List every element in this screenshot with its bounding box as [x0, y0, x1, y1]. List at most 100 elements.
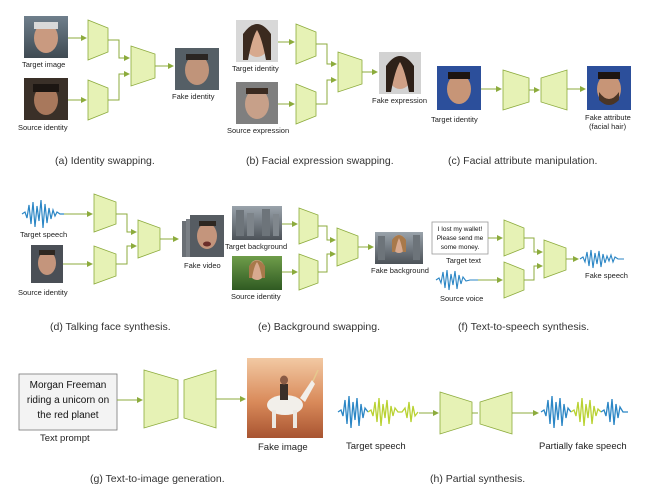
arrow — [108, 39, 130, 61]
source-identity-photo — [31, 245, 63, 283]
panel-h: Target speech Partially fake speech (h) … — [337, 391, 628, 485]
label-fake-identity: Fake identity — [172, 92, 215, 101]
panel-d: Target speech Source identity Fake video… — [18, 193, 224, 333]
encoder-block — [503, 261, 525, 299]
target-image-photo — [24, 16, 68, 58]
arrow — [108, 71, 130, 101]
encoder-block — [298, 253, 319, 291]
label-fake-background: Fake background — [371, 266, 429, 275]
decoder-block — [137, 219, 161, 259]
label-target-background: Target background — [225, 242, 287, 251]
decoder-block — [479, 391, 513, 435]
decoder-block — [336, 227, 359, 267]
encoder-block — [93, 245, 117, 285]
encoder-block — [298, 207, 319, 245]
label-fake-speech: Fake speech — [585, 271, 628, 280]
label-target-identity: Target identity — [431, 115, 478, 124]
caption-b: (b) Facial expression swapping. — [246, 155, 394, 167]
decoder-block — [130, 45, 156, 87]
label-source-identity: Source identity — [231, 292, 281, 301]
panel-f: I lost my wallet! Please send me some mo… — [431, 219, 628, 333]
encoder-block — [93, 193, 117, 233]
label-facial-hair: (facial hair) — [589, 122, 627, 131]
encoder-block — [295, 23, 317, 65]
caption-h: (h) Partial synthesis. — [430, 473, 525, 485]
panel-e: Target background Source identity Fake b… — [225, 206, 429, 333]
arrow — [524, 263, 543, 281]
label-partially-fake-speech: Partially fake speech — [539, 441, 627, 452]
target-speech-waveform-blue — [337, 395, 369, 429]
target-text-line: Please send me — [437, 235, 484, 242]
arrow — [116, 213, 137, 235]
label-source-identity: Source identity — [18, 288, 68, 297]
target-text-line: some money. — [441, 244, 480, 251]
decoder-block — [540, 69, 568, 111]
label-source-identity: Source identity — [18, 123, 68, 132]
source-identity-photo — [232, 256, 282, 290]
caption-d: (d) Talking face synthesis. — [50, 321, 171, 333]
panel-b: Target identity Source expression Fake e… — [227, 20, 427, 167]
prompt-line: Morgan Freeman — [30, 380, 107, 391]
fake-identity-photo — [175, 48, 219, 90]
label-fake-attribute: Fake attribute — [585, 113, 631, 122]
prompt-line: riding a unicorn on — [27, 395, 109, 406]
label-fake-video: Fake video — [184, 261, 221, 270]
arrow — [318, 251, 336, 273]
prompt-line: the red planet — [37, 410, 98, 421]
target-identity-photo — [437, 66, 481, 110]
target-text-line: I lost my wallet! — [438, 226, 483, 233]
caption-c: (c) Facial attribute manipulation. — [448, 155, 597, 167]
fake-expression-photo — [379, 52, 421, 94]
arrow — [318, 225, 336, 243]
decoder-block — [337, 51, 363, 93]
fake-attribute-photo — [587, 66, 631, 110]
encoder-block — [87, 79, 109, 121]
decoder-block — [183, 369, 217, 429]
partial-speech-waveform-blue — [540, 395, 572, 429]
target-text-box — [431, 221, 489, 255]
target-speech-waveform-green — [367, 397, 419, 427]
label-source-expression: Source expression — [227, 126, 289, 135]
label-target-speech: Target speech — [20, 230, 67, 239]
arrow — [316, 77, 337, 105]
fake-video-frames — [182, 215, 224, 257]
encoder-block — [295, 83, 317, 125]
encoder-block — [439, 391, 473, 435]
panel-c: Target identity Fake attribute (facial h… — [431, 66, 631, 167]
decoder-block — [543, 239, 567, 279]
partial-speech-waveform-blue — [600, 398, 628, 426]
label-text-prompt: Text prompt — [40, 433, 90, 444]
encoder-block — [87, 19, 109, 61]
panel-a: Target image Source identity Fake identi… — [18, 16, 219, 167]
label-target-identity: Target identity — [232, 64, 279, 73]
label-target-speech: Target speech — [346, 441, 406, 452]
prompt-box — [18, 373, 118, 431]
fake-speech-waveform — [579, 249, 624, 269]
source-expression-photo — [236, 82, 278, 124]
caption-a: (a) Identity swapping. — [55, 155, 155, 167]
label-fake-image: Fake image — [258, 442, 308, 453]
encoder-block — [503, 219, 525, 257]
source-identity-photo — [24, 78, 68, 120]
encoder-block — [502, 69, 530, 111]
caption-g: (g) Text-to-image generation. — [90, 473, 225, 485]
caption-e: (e) Background swapping. — [258, 321, 380, 333]
source-voice-waveform — [435, 269, 478, 291]
caption-f: (f) Text-to-speech synthesis. — [458, 321, 589, 333]
label-source-voice: Source voice — [440, 294, 483, 303]
arrow — [116, 243, 137, 265]
target-speech-waveform — [21, 199, 64, 229]
arrow — [316, 43, 337, 67]
label-fake-expression: Fake expression — [372, 96, 427, 105]
target-identity-photo — [236, 20, 278, 62]
arrow — [524, 237, 543, 255]
encoder-block — [143, 369, 179, 429]
label-target-text: Target text — [446, 256, 482, 265]
partial-speech-waveform-green — [570, 397, 602, 427]
fake-background-photo — [375, 232, 423, 264]
target-background-photo — [232, 206, 282, 240]
panel-g: Morgan Freeman riding a unicorn on the r… — [18, 358, 323, 485]
fake-image-photo — [247, 358, 323, 438]
label-target-image: Target image — [22, 60, 65, 69]
